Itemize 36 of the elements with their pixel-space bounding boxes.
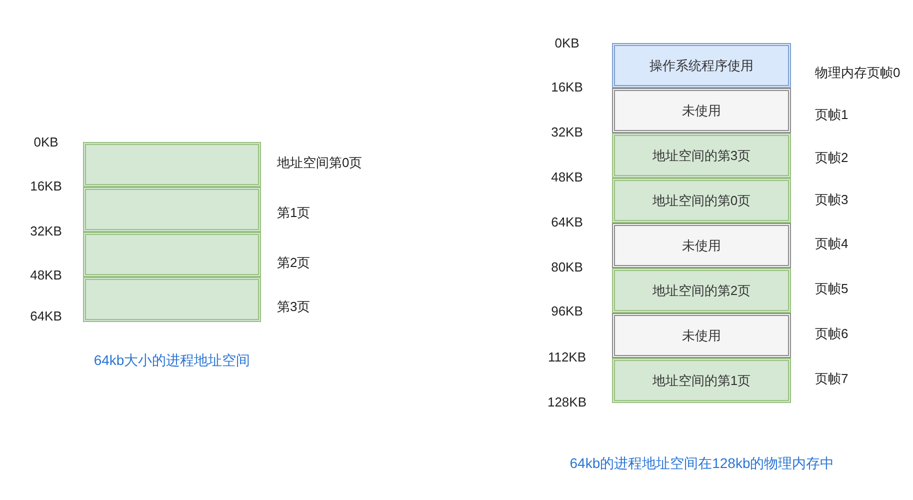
address-label: 0KB	[554, 36, 580, 50]
frame-content-label: 地址空间的第2页	[652, 282, 751, 300]
frame-content-label: 未使用	[682, 236, 721, 254]
frame-content-label: 未使用	[682, 102, 721, 120]
frame-content-label: 地址空间的第1页	[652, 372, 751, 390]
page-name-label: 第2页	[277, 254, 310, 272]
frame-name-label: 页帧6	[815, 325, 848, 343]
address-label: 16KB	[551, 80, 583, 94]
page-name-label: 第1页	[277, 204, 310, 222]
address-label: 64KB	[551, 214, 583, 230]
address-label: 32KB	[30, 224, 62, 238]
frame-name-label: 页帧4	[815, 235, 848, 253]
address-label: 96KB	[551, 304, 583, 318]
address-label: 128KB	[547, 394, 587, 410]
frame-name-label: 页帧2	[815, 149, 848, 167]
address-label: 48KB	[551, 170, 583, 184]
page-name-label: 第3页	[277, 298, 310, 316]
address-label: 32KB	[551, 124, 583, 140]
address-label: 0KB	[34, 134, 58, 150]
address-label: 80KB	[551, 260, 583, 274]
address-label: 112KB	[548, 350, 586, 364]
frame-name-label: 页帧1	[815, 106, 848, 124]
frame-content-label: 地址空间的第0页	[652, 192, 751, 210]
frame-content-label: 地址空间的第3页	[652, 146, 751, 164]
caption: 64kb的进程地址空间在128kb的物理内存中	[570, 455, 834, 473]
address-label: 64KB	[30, 308, 62, 324]
address-label: 16KB	[30, 178, 62, 194]
frame-content-label: 未使用	[682, 326, 721, 344]
frame-name-label: 页帧3	[815, 191, 848, 209]
page-name-label: 地址空间第0页	[277, 154, 362, 172]
caption: 64kb大小的进程地址空间	[94, 352, 250, 370]
address-label: 48KB	[30, 268, 62, 282]
frame-name-label: 页帧5	[815, 280, 848, 298]
frame-name-label: 页帧7	[815, 370, 848, 388]
frame-content-label: 操作系统程序使用	[650, 56, 754, 74]
frame-name-label: 物理内存页帧0	[815, 64, 900, 82]
